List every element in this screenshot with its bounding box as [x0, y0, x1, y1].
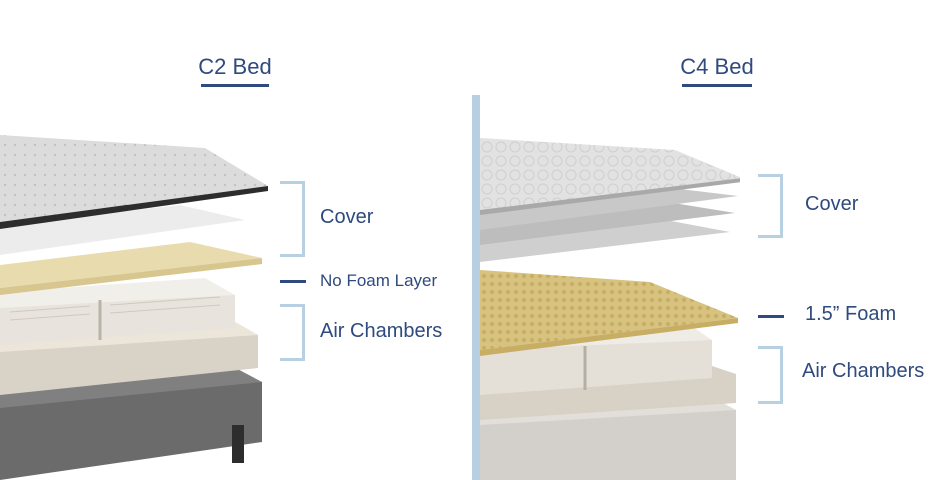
- c4-foam-label: 1.5” Foam: [805, 303, 897, 325]
- c4-cover-top: [480, 138, 740, 210]
- c2-bed-illustration: [0, 135, 268, 480]
- c4-foam-dash: [758, 315, 784, 318]
- c2-leg: [232, 425, 244, 463]
- c2-foam-dash: [280, 280, 306, 283]
- c4-title-text: C4 Bed: [680, 54, 754, 79]
- c2-cover-label: Cover: [320, 206, 374, 228]
- c2-foam-label: No Foam Layer: [320, 271, 438, 290]
- c4-chambers-bracket: [758, 346, 783, 404]
- c2-chambers-label: Air Chambers: [320, 320, 443, 342]
- c2-cover-top: [0, 135, 268, 222]
- c2-title-underline: [201, 84, 269, 87]
- c2-cover-lower: [0, 205, 245, 255]
- c4-title: C4 Bed: [662, 54, 772, 87]
- c2-title: C2 Bed: [180, 54, 290, 87]
- c4-chambers-label: Air Chambers: [802, 360, 925, 382]
- c4-base: [480, 403, 736, 480]
- c2-cover-bracket: [280, 181, 305, 257]
- c2-chambers-bracket: [280, 304, 305, 361]
- c2-comfort-layer: [0, 242, 262, 288]
- c4-bed-illustration: [480, 138, 740, 480]
- c4-cover-bracket: [758, 174, 783, 238]
- c2-title-text: C2 Bed: [198, 54, 272, 79]
- center-divider: [472, 95, 480, 480]
- c4-foam-layer: [480, 270, 738, 350]
- c4-cover-label: Cover: [805, 193, 859, 215]
- c4-title-underline: [682, 84, 752, 87]
